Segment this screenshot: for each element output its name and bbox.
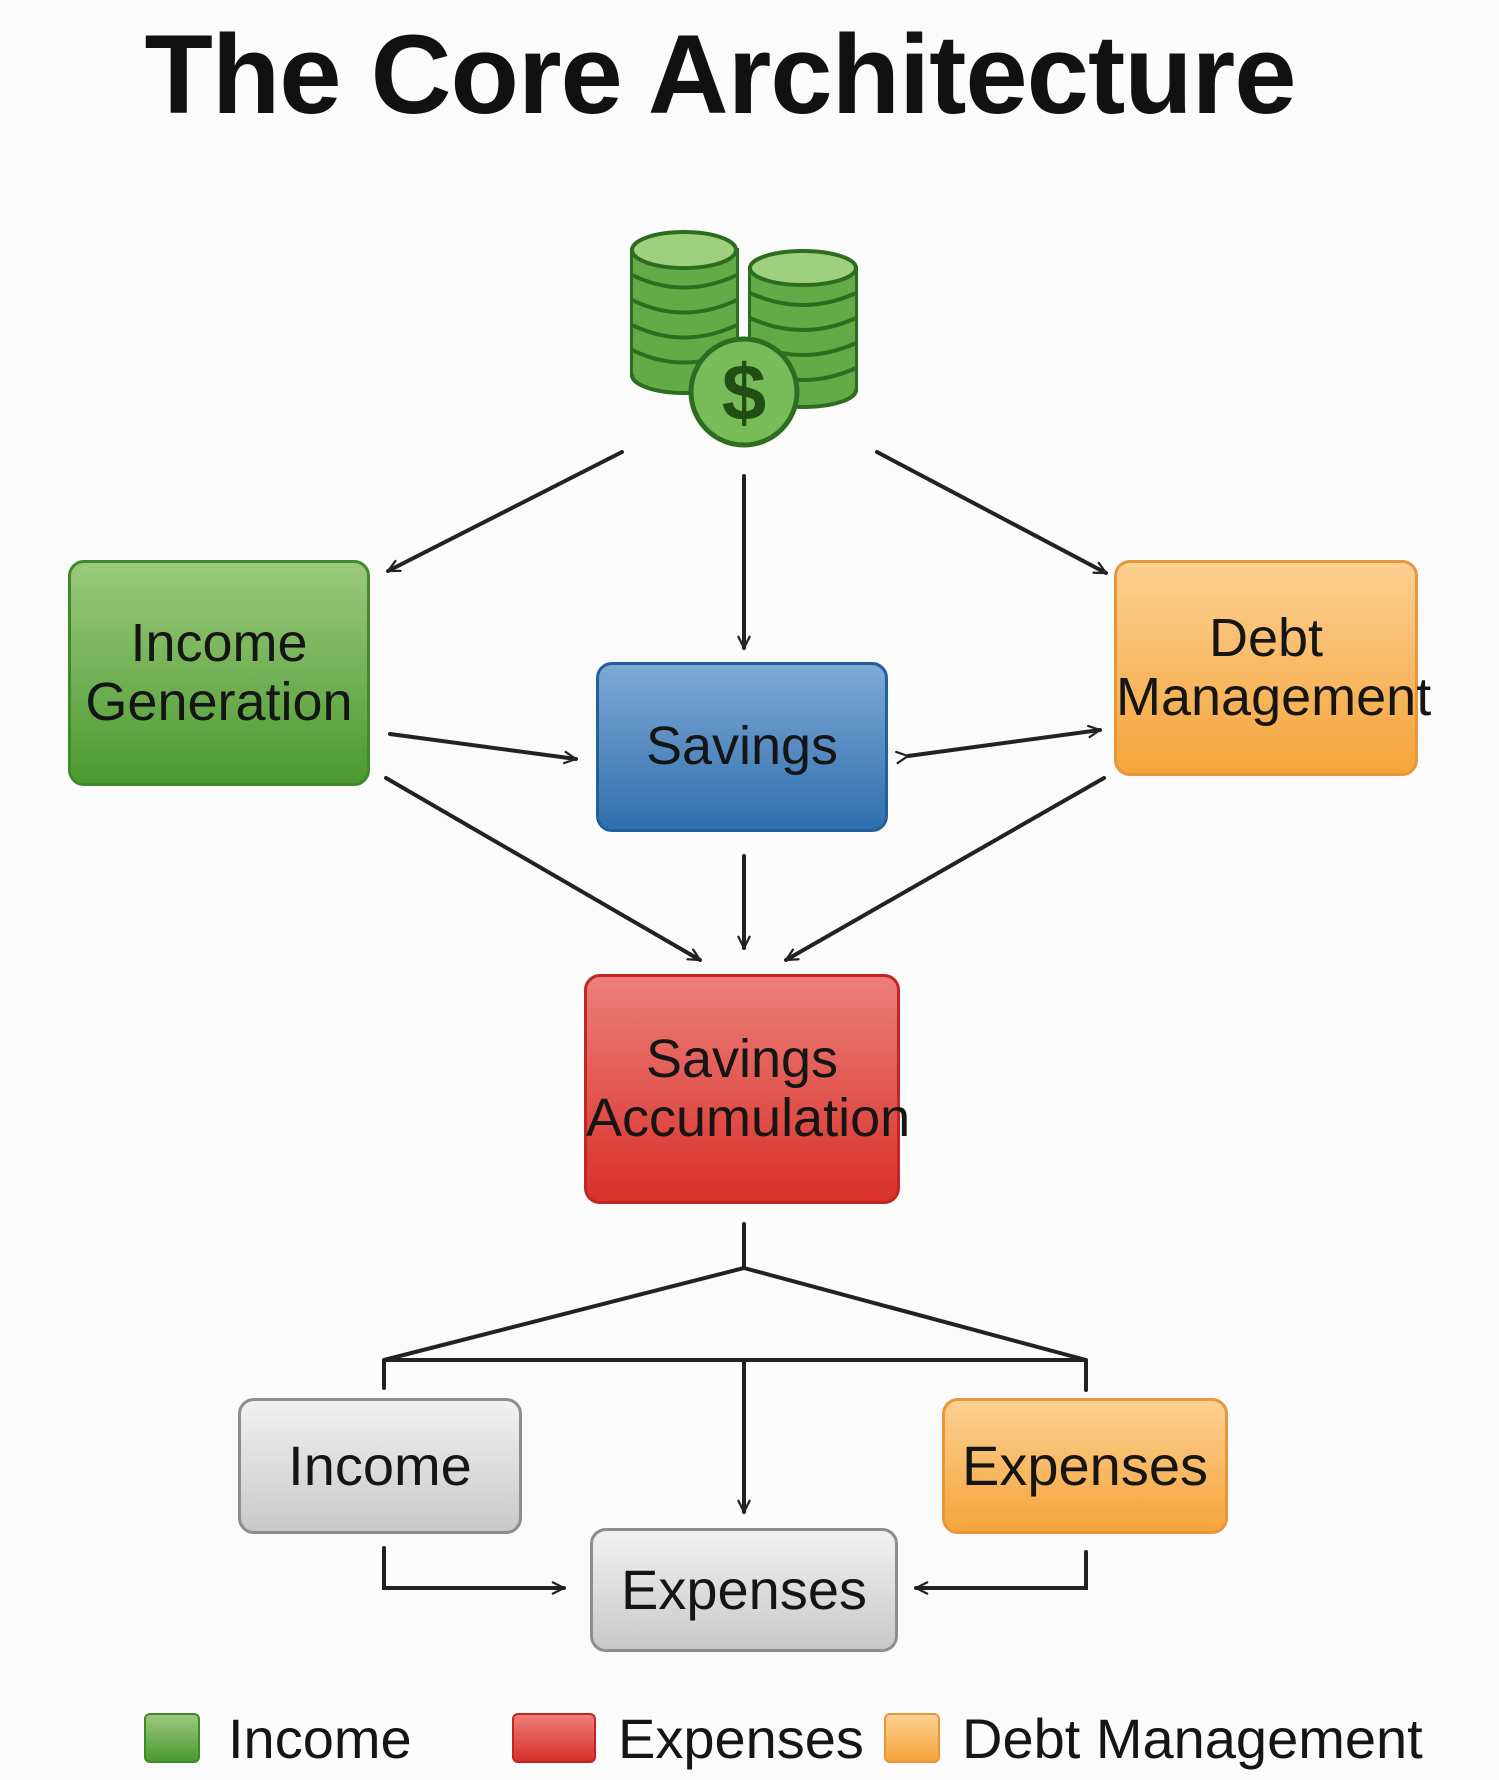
arrow-debt-savings-double [895, 724, 1102, 765]
node-expenses-right: Expenses [942, 1398, 1228, 1534]
node-savings-label: Savings [645, 716, 839, 777]
arrow-debt-management-to-accumulation [784, 776, 1106, 962]
node-debt-management-label: Debt Management [1116, 607, 1432, 727]
node-expenses-bottom-label: Expenses [621, 1558, 867, 1622]
dollar-symbol: $ [722, 348, 767, 437]
node-debt-management: Debt Management [1114, 560, 1432, 776]
arrow-income-to-expenses-bottom [382, 1546, 566, 1595]
legend-swatch-income [144, 1713, 200, 1763]
legend-label-income: Income [228, 1706, 412, 1770]
arrow-income-generation-to-savings [388, 732, 578, 765]
node-savings-accumulation-label: Savings Accumulation [586, 1028, 911, 1148]
dollar-coin-icon: $ [688, 336, 800, 448]
legend-swatch-expenses [512, 1713, 596, 1763]
legend-item-expenses: Expenses [512, 1706, 864, 1770]
node-income-label: Income [288, 1434, 472, 1498]
legend-swatch-debt-management [884, 1713, 940, 1763]
node-expenses-right-label: Expenses [962, 1434, 1208, 1498]
arrow-icon-to-debt-management [875, 450, 1108, 575]
coin-stack-right [748, 249, 858, 409]
money-stack-icon: $ [630, 230, 858, 448]
legend-item-income: Income [144, 1706, 412, 1770]
node-savings-accumulation: Savings Accumulation [584, 974, 911, 1204]
arrow-expenses-right-to-expenses-bottom [914, 1550, 1088, 1595]
connector-accumulation-tree [382, 1222, 1088, 1392]
arrow-icon-to-income-generation [386, 450, 624, 573]
arrow-income-generation-to-accumulation [384, 776, 702, 962]
diagram-title: The Core Architecture [144, 12, 1296, 137]
legend-label-expenses: Expenses [618, 1706, 864, 1770]
node-expenses-bottom: Expenses [590, 1528, 898, 1652]
node-savings: Savings [596, 662, 888, 832]
legend-label-debt-management: Debt Management [962, 1706, 1423, 1770]
node-income-generation-label: Income Generation [85, 612, 353, 732]
node-income-generation: Income Generation [68, 560, 370, 786]
node-income: Income [238, 1398, 522, 1534]
legend-item-debt-management: Debt Management [884, 1706, 1423, 1770]
